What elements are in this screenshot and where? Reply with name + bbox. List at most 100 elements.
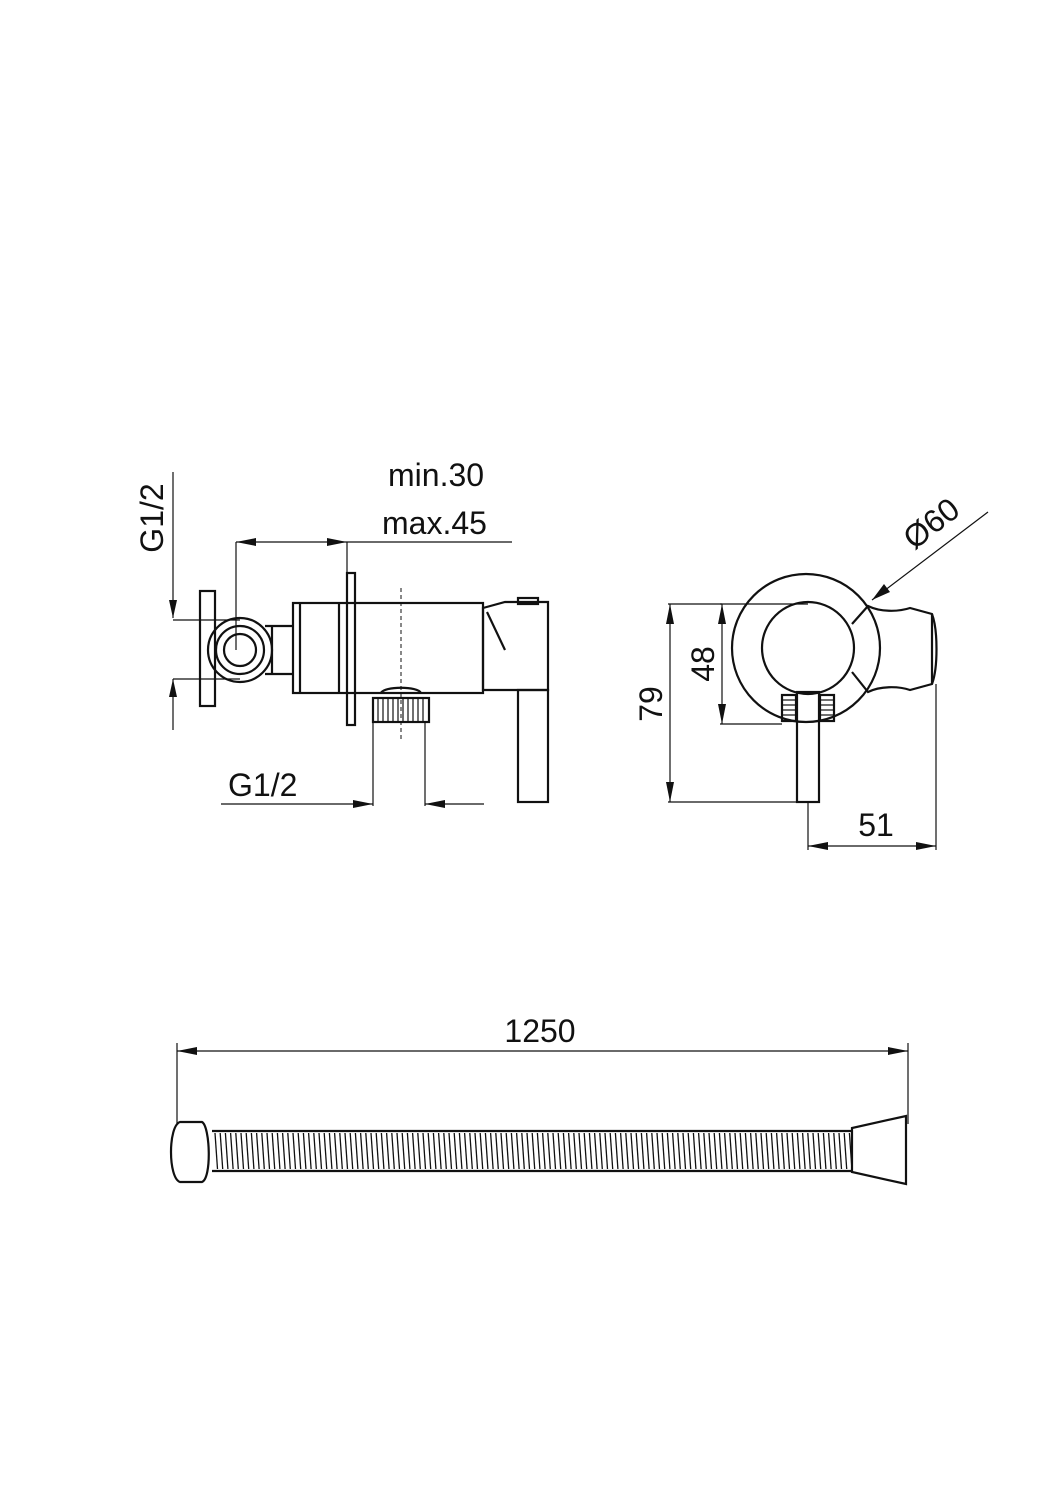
hose-rib: [729, 1132, 733, 1170]
hose-rib: [427, 1132, 432, 1170]
hose-rib: [380, 1132, 385, 1170]
front-diameter-leader: [871, 511, 989, 601]
hose-rib: [266, 1132, 271, 1170]
hose-rib: [625, 1132, 629, 1170]
hose-rib: [349, 1132, 354, 1170]
hose-rib: [375, 1132, 380, 1170]
hose-rib: [723, 1132, 728, 1170]
hose-rib: [734, 1132, 739, 1170]
hose-rib: [604, 1132, 609, 1170]
hose-rib: [448, 1132, 453, 1170]
front-handle-knob: [760, 600, 856, 696]
hose-rib: [833, 1132, 837, 1170]
hose-rib: [807, 1132, 811, 1170]
hose-rib: [365, 1132, 369, 1170]
hose-rib: [677, 1132, 681, 1170]
hose-rib: [370, 1132, 375, 1170]
hose-rib: [339, 1132, 343, 1170]
hose-rib: [760, 1132, 765, 1170]
hose-rib: [739, 1132, 744, 1170]
front-48-label: 48: [685, 646, 721, 682]
hose-rib: [219, 1132, 224, 1170]
hose-rib: [645, 1132, 650, 1170]
hose-rib: [557, 1132, 562, 1170]
front-79-label: 79: [633, 686, 669, 722]
hose-rib: [781, 1132, 785, 1170]
side-lever: [516, 688, 550, 804]
hose-rib: [775, 1132, 780, 1170]
hose-rib: [573, 1132, 577, 1170]
front-diameter-label: Ø60: [896, 491, 966, 557]
hose-rib: [614, 1132, 619, 1170]
hose-rib: [417, 1132, 421, 1170]
hose-rib: [583, 1132, 588, 1170]
hose-rib: [235, 1132, 239, 1170]
hose-rib: [531, 1132, 536, 1170]
hose-rib: [489, 1132, 494, 1170]
front-escutcheon: [730, 572, 882, 724]
hose-rib: [240, 1132, 245, 1170]
side-depth-min-label: min.30: [388, 457, 484, 493]
hose-rib: [484, 1132, 489, 1170]
hose-rib: [671, 1132, 676, 1170]
hose-rib: [261, 1132, 265, 1170]
hose-rib: [214, 1132, 219, 1170]
side-depth-max-label: max.45: [382, 505, 487, 541]
side-g12-left-arrow-top: [169, 600, 177, 618]
hose-rib: [708, 1132, 713, 1170]
hose-rib: [661, 1132, 666, 1170]
front-79-arrow-bottom: [666, 782, 674, 802]
hose-rib: [749, 1132, 754, 1170]
hose-rib: [744, 1132, 749, 1170]
hose-rib: [510, 1132, 515, 1170]
front-79-arrow-top: [666, 604, 674, 624]
hose-rib: [687, 1132, 692, 1170]
hose-rib: [755, 1132, 759, 1170]
hose-rib: [469, 1132, 473, 1170]
side-depth-arrow-right: [327, 538, 347, 546]
hose-rib: [812, 1132, 817, 1170]
hose-rib: [245, 1132, 250, 1170]
hose-rib: [443, 1132, 447, 1170]
hose-rib: [822, 1132, 827, 1170]
side-outlet-thread: [371, 696, 431, 724]
hose-rib: [463, 1132, 468, 1170]
hose-rib: [547, 1132, 551, 1170]
hose-rib: [292, 1132, 297, 1170]
side-depth-arrow-left: [236, 538, 256, 546]
side-g12-bottom-arrow-right: [425, 800, 445, 808]
hose-rib: [411, 1132, 416, 1170]
hose-rib: [453, 1132, 458, 1170]
hose-rib: [827, 1132, 832, 1170]
hose-rib: [437, 1132, 442, 1170]
hose-rib: [396, 1132, 401, 1170]
hose-right-connector: [850, 1114, 908, 1186]
hose-rib: [651, 1132, 655, 1170]
front-thread-hatch: [782, 699, 834, 716]
hose-rib: [432, 1132, 437, 1170]
hose-rib: [796, 1132, 801, 1170]
hose-rib: [567, 1132, 572, 1170]
hose-rib: [385, 1132, 390, 1170]
hose-rib: [801, 1132, 806, 1170]
hose-rib: [505, 1132, 510, 1170]
side-handle-head: [481, 600, 550, 692]
hose-rib: [697, 1132, 702, 1170]
hose-rib: [635, 1132, 640, 1170]
side-union-inner: [222, 632, 258, 668]
side-union-mid: [214, 624, 266, 676]
hose-rib: [354, 1132, 359, 1170]
hose-rib: [359, 1132, 364, 1170]
hose-dim-arrow-right: [888, 1047, 908, 1055]
hose-rib: [541, 1132, 546, 1170]
front-lever: [795, 690, 821, 804]
hose-rib: [323, 1132, 328, 1170]
hose-rib: [406, 1132, 411, 1170]
hose-rib: [328, 1132, 333, 1170]
hose-rib: [786, 1132, 791, 1170]
side-g12-bottom-arrow-left: [353, 800, 373, 808]
hose-rib: [588, 1132, 593, 1170]
hose-rib: [630, 1132, 635, 1170]
hose-rib: [287, 1132, 291, 1170]
